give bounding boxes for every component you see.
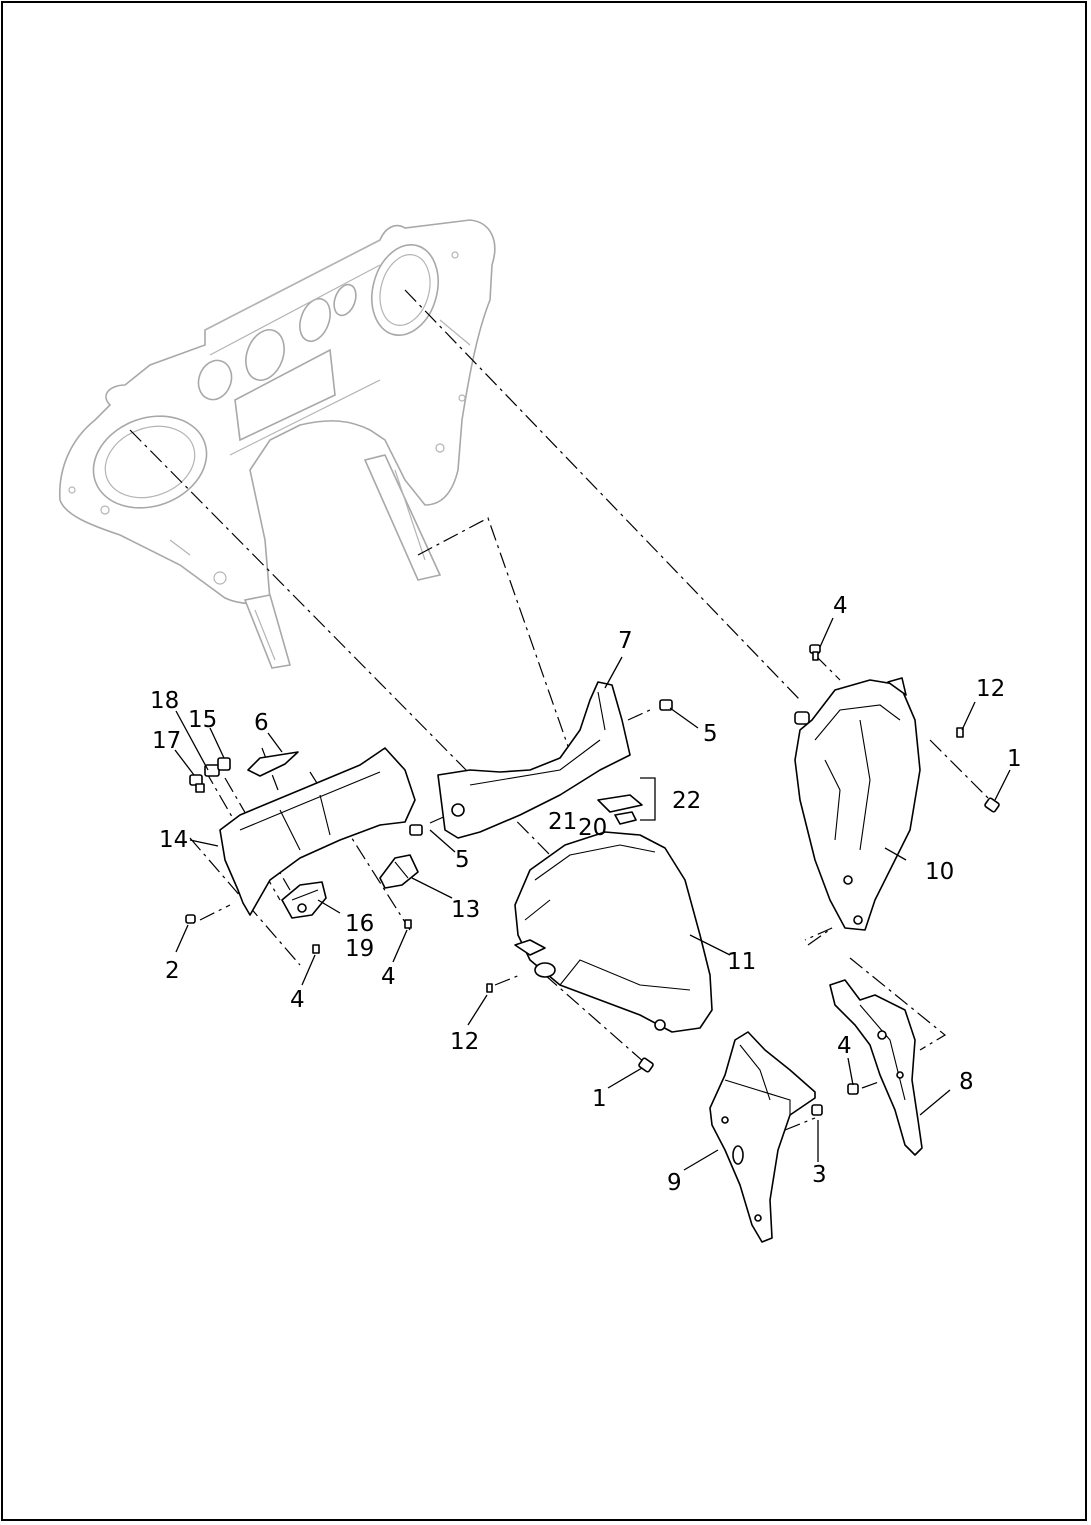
part-10-speaker-enclosure: [794, 677, 921, 931]
hardware-screws: [185, 644, 1000, 1116]
part-15-knob: [217, 757, 231, 771]
callout-6: 6: [254, 710, 269, 736]
callout-20: 20: [578, 815, 607, 841]
part-9-bracket: [709, 1031, 816, 1243]
callout-3: 3: [812, 1162, 827, 1188]
callout-1-right: 1: [1007, 746, 1022, 772]
part-17-knob: [189, 774, 205, 793]
callout-22-bracket: [640, 777, 656, 821]
callout-4-bracket: 4: [837, 1033, 852, 1059]
callout-labels: 1 1 2 3 4 4 4 4 5 5 6 7 8 9 10 11 12 12 …: [150, 593, 1022, 1196]
callout-17: 17: [152, 728, 181, 754]
callout-11: 11: [727, 949, 756, 975]
callout-12-right: 12: [976, 676, 1005, 702]
callout-4-mid: 4: [381, 964, 396, 990]
callout-18: 18: [150, 688, 179, 714]
part-14-trim-panel: [219, 747, 416, 916]
callout-2: 2: [165, 958, 180, 984]
callout-5-lower: 5: [455, 847, 470, 873]
callout-4-left: 4: [290, 987, 305, 1013]
callout-7: 7: [618, 628, 633, 654]
part-18-knob: [204, 764, 220, 777]
fairing-ghost-outline: [59, 219, 496, 669]
callout-21: 21: [548, 809, 577, 835]
callout-14: 14: [159, 827, 188, 853]
callout-9: 9: [667, 1170, 682, 1196]
callout-8: 8: [959, 1069, 974, 1095]
part-6-clip: [247, 751, 299, 777]
callout-10: 10: [925, 859, 954, 885]
part-13-clip: [379, 854, 419, 889]
leader-lines: [174, 617, 1011, 1171]
callout-12-lower: 12: [450, 1029, 479, 1055]
callout-1-lower: 1: [592, 1086, 607, 1112]
callout-13: 13: [451, 897, 480, 923]
callout-5-upper: 5: [703, 721, 718, 747]
callout-22: 22: [672, 788, 701, 814]
part-11-speaker-enclosure: [514, 831, 713, 1033]
part-8-bracket: [829, 979, 923, 1156]
part-16-switch: [281, 881, 327, 919]
callout-16: 16: [345, 911, 374, 937]
callout-19: 19: [345, 936, 374, 962]
callout-15: 15: [188, 707, 217, 733]
part-7-inner-panel: [437, 681, 631, 839]
callout-4-top: 4: [833, 593, 848, 619]
